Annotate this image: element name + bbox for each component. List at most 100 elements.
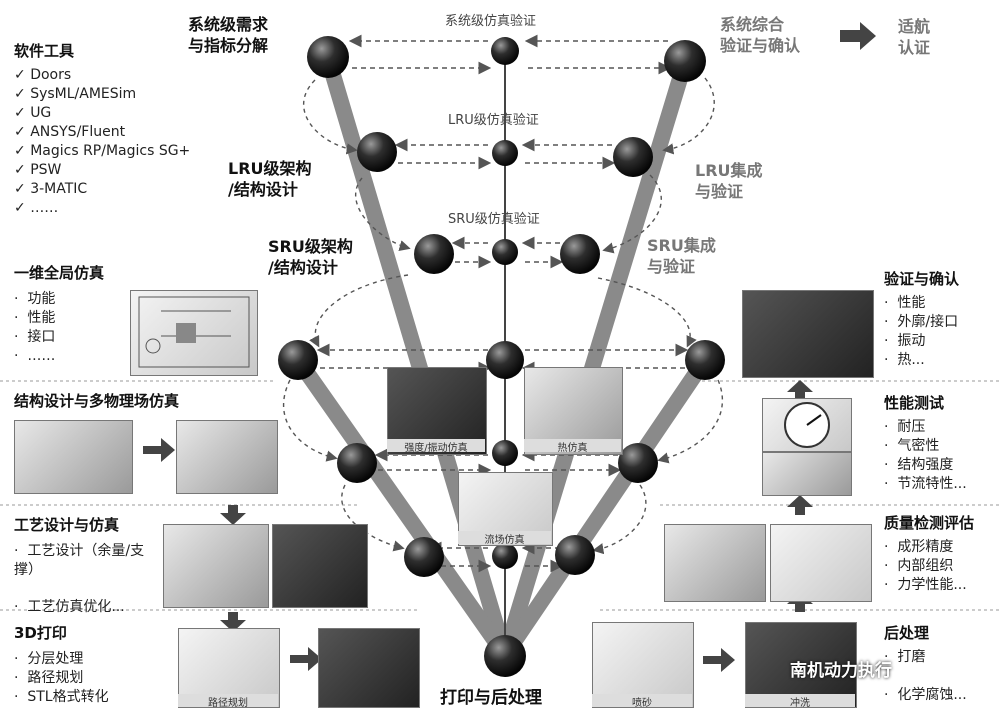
label-lru-sim-verify: LRU级仿真验证 — [448, 113, 539, 128]
print3d-title: 3D打印 — [14, 624, 67, 642]
wash-caption: 冲洗 — [745, 694, 855, 709]
label-airworthiness: 适航 认证 — [898, 17, 931, 57]
perf-item: · 结构强度 — [884, 457, 954, 473]
label-sru-integration: SRU集成 与验证 — [647, 236, 716, 276]
upper-dashed-links — [316, 34, 689, 573]
post-title: 后处理 — [884, 624, 930, 642]
tools-list: ✓ Doors ✓ SysML/AMESim ✓ UG ✓ ANSYS/Flue… — [14, 66, 190, 218]
print-bed-image — [318, 628, 420, 708]
quality-item: · 力学性能... — [884, 577, 967, 593]
test-bench-image — [762, 452, 852, 496]
sim1d-list: · 功能 · 性能 · 接口 · …… — [14, 290, 55, 366]
process-title: 工艺设计与仿真 — [14, 516, 120, 534]
process-item: · 工艺设计（余量/支撑） — [14, 543, 145, 578]
quality-title: 质量检测评估 — [884, 514, 975, 532]
print3d-list: · 分层处理 · 路径规划 · STL格式转化 — [14, 650, 109, 707]
tools-item: ✓ …… — [14, 200, 59, 216]
part-model-image — [14, 420, 133, 494]
tools-item: ✓ 3-MATIC — [14, 181, 88, 197]
node-print — [484, 635, 526, 677]
v-bands — [290, 50, 713, 663]
label-print-post: 打印与后处理 — [440, 688, 542, 708]
node-lru-mid — [492, 140, 518, 166]
process-item: · 工艺仿真优化... — [14, 599, 125, 615]
node-sru-right — [560, 234, 600, 274]
strength-sim-caption: 强度/振动仿真 — [387, 439, 485, 454]
post-list: · 打磨 · 化学腐蚀... — [884, 648, 967, 705]
node-1d-left — [278, 340, 318, 380]
post-item: · 化学腐蚀... — [884, 687, 967, 703]
v-nodes — [278, 36, 725, 677]
perf-title: 性能测试 — [884, 394, 945, 412]
gauge-icon — [784, 402, 830, 448]
print3d-item: · 路径规划 — [14, 670, 84, 686]
flow-sim-caption: 流场仿真 — [458, 531, 551, 546]
block-arrows — [143, 22, 876, 672]
sim1d-item: · 接口 — [14, 329, 56, 345]
label-sru-sim-verify: SRU级仿真验证 — [448, 212, 540, 227]
node-1d-mid — [486, 341, 524, 379]
post-item: · 打磨 — [884, 649, 926, 665]
sandblast-caption: 喷砂 — [592, 694, 692, 709]
node-sys-left — [307, 36, 349, 78]
process-list: · 工艺设计（余量/支撑） · 工艺仿真优化... — [14, 542, 154, 617]
label-lru-architecture: LRU级架构 /结构设计 — [228, 159, 312, 199]
vv-item: · 外廓/接口 — [884, 314, 959, 330]
print3d-item: · STL格式转化 — [14, 689, 109, 705]
wash-machine-image — [745, 622, 857, 708]
test-rig-image — [742, 290, 874, 378]
schematic-lines-icon — [138, 296, 250, 368]
label-sys-sim-verify: 系统级仿真验证 — [445, 14, 537, 29]
vv-item: · 热... — [884, 352, 925, 368]
pressure-gauge-image — [762, 398, 852, 452]
label-sys-requirements: 系统级需求 与指标分解 — [188, 15, 269, 55]
curved-dashed-links — [282, 77, 724, 555]
node-sys-right — [664, 40, 706, 82]
system-schematic-image — [130, 290, 258, 376]
label-sys-integration: 系统综合 验证与确认 — [720, 15, 801, 55]
perf-item: · 节流特性... — [884, 476, 967, 492]
node-proc-right — [555, 535, 595, 575]
print3d-item: · 分层处理 — [14, 651, 84, 667]
node-struct-left — [337, 443, 377, 483]
struct-title: 结构设计与多物理场仿真 — [14, 392, 180, 410]
quality-item: · 成形精度 — [884, 539, 954, 555]
sim1d-item: · …… — [14, 348, 56, 364]
sandblast-machine-image — [592, 622, 694, 708]
node-struct-mid — [492, 440, 518, 466]
label-sru-architecture: SRU级架构 /结构设计 — [268, 237, 353, 277]
quality-item: · 内部组织 — [884, 558, 954, 574]
quality-list: · 成形精度 · 内部组织 · 力学性能... — [884, 538, 967, 595]
tools-item: ✓ ANSYS/Fluent — [14, 124, 126, 140]
node-struct-right — [618, 443, 658, 483]
vv-item: · 振动 — [884, 333, 926, 349]
perf-item: · 气密性 — [884, 438, 940, 454]
printed-part-image — [664, 524, 766, 602]
perf-item: · 耐压 — [884, 419, 926, 435]
perf-list: · 耐压 · 气密性 · 结构强度 · 节流特性... — [884, 418, 967, 494]
tools-item: ✓ PSW — [14, 162, 62, 178]
watermark: 南机动力执行 — [790, 661, 892, 681]
node-sru-mid — [492, 239, 518, 265]
tools-title: 软件工具 — [14, 42, 75, 60]
node-sys-mid — [491, 37, 519, 65]
vv-item: · 性能 — [884, 295, 926, 311]
node-1d-right — [685, 340, 725, 380]
sim1d-item: · 性能 — [14, 310, 56, 326]
node-lru-right — [613, 137, 653, 177]
node-proc-left — [404, 537, 444, 577]
node-lru-left — [357, 132, 397, 172]
tools-item: ✓ SysML/AMESim — [14, 86, 137, 102]
thermal-sim-caption: 热仿真 — [524, 439, 621, 454]
node-proc-mid — [492, 543, 518, 569]
tools-item: ✓ UG — [14, 105, 52, 121]
vv-title: 验证与确认 — [884, 270, 960, 288]
label-lru-integration: LRU集成 与验证 — [695, 161, 763, 201]
node-sru-left — [414, 234, 454, 274]
process-sim-image — [272, 524, 368, 608]
sim1d-title: 一维全局仿真 — [14, 264, 105, 282]
vv-list: · 性能 · 外廓/接口 · 振动 · 热... — [884, 294, 958, 370]
sim1d-item: · 功能 — [14, 291, 56, 307]
part-mesh-image — [176, 420, 278, 494]
